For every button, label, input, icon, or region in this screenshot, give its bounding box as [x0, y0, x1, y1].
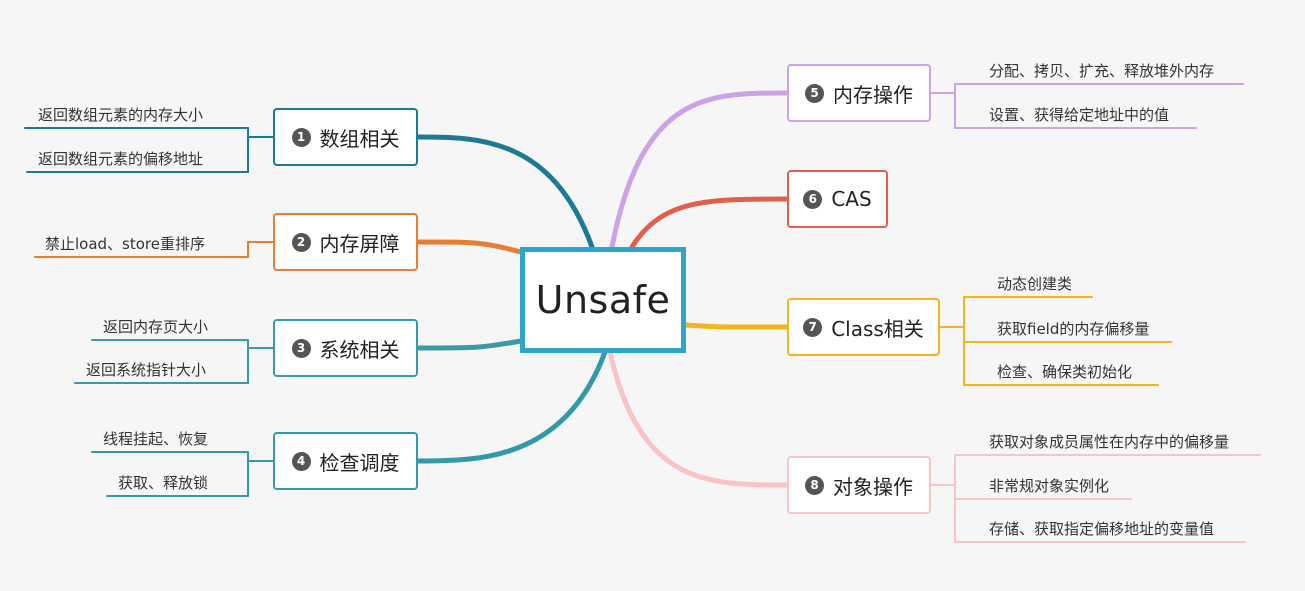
- subtopic-label[interactable]: 禁止load、store重排序: [45, 235, 205, 253]
- subtopic-label[interactable]: 检查、确保类初始化: [997, 363, 1133, 381]
- subtopic-label[interactable]: 分配、拷贝、扩充、释放堆外内存: [989, 62, 1215, 80]
- branch-topic[interactable]: 5 内存操作: [787, 64, 931, 122]
- subtopic-label[interactable]: 获取、释放锁: [118, 474, 209, 492]
- branch-connector: [629, 196, 790, 250]
- branch-topic[interactable]: 4 检查调度: [273, 432, 418, 490]
- subtopic-label[interactable]: 动态创建类: [997, 275, 1073, 293]
- subtopic-label[interactable]: 获取对象成员属性在内存中的偏移量: [989, 433, 1230, 451]
- subtopic-label[interactable]: 设置、获得给定地址中的值: [989, 106, 1170, 124]
- branch-label: 内存操作: [833, 82, 913, 107]
- branch-label: 数组相关: [319, 126, 400, 151]
- branch-label: 系统相关: [319, 337, 400, 362]
- branch-number-badge: 3: [291, 338, 311, 358]
- branch-connector: [415, 239, 524, 255]
- branch-connector: [415, 134, 595, 250]
- branch-label: Class相关: [831, 316, 924, 341]
- branch-topic[interactable]: 8 对象操作: [787, 456, 931, 514]
- branch-number-badge: 5: [805, 83, 824, 103]
- branch-label: 检查调度: [319, 450, 400, 475]
- branch-label: 内存屏障: [319, 231, 400, 256]
- subtopic-label[interactable]: 返回数组元素的内存大小: [38, 106, 204, 124]
- branch-number-badge: 8: [805, 475, 824, 495]
- branch-topic[interactable]: 1 数组相关: [273, 108, 418, 166]
- subtopic-label[interactable]: 获取field的内存偏移量: [997, 320, 1150, 338]
- branch-connector: [683, 322, 790, 330]
- branch-number-badge: 4: [291, 451, 311, 471]
- subtopic-label[interactable]: 非常规对象实例化: [989, 477, 1110, 495]
- subtopic-label[interactable]: 返回内存页大小: [103, 318, 209, 336]
- central-topic-unsafe[interactable]: Unsafe: [520, 247, 686, 353]
- branch-connector: [415, 349, 608, 464]
- branch-connector: [609, 90, 790, 250]
- branch-number-badge: 1: [291, 127, 311, 147]
- branch-connector: [415, 338, 524, 351]
- branch-topic[interactable]: 3 系统相关: [273, 319, 418, 377]
- subtopic-label[interactable]: 存储、获取指定偏移地址的变量值: [989, 520, 1215, 538]
- branch-label: CAS: [831, 187, 872, 211]
- branch-connector: [607, 349, 790, 488]
- branch-number-badge: 6: [803, 189, 823, 209]
- branch-number-badge: 2: [291, 232, 311, 252]
- subtopic-label[interactable]: 线程挂起、恢复: [103, 430, 209, 448]
- subtopic-label[interactable]: 返回数组元素的偏移地址: [38, 150, 204, 168]
- central-topic-label: Unsafe: [535, 278, 671, 322]
- branch-number-badge: 7: [803, 317, 823, 337]
- branch-label: 对象操作: [833, 474, 913, 499]
- branch-topic[interactable]: 7 Class相关: [787, 298, 940, 356]
- branch-topic[interactable]: 6 CAS: [787, 170, 888, 228]
- branch-topic[interactable]: 2 内存屏障: [273, 213, 418, 271]
- subtopic-label[interactable]: 返回系统指针大小: [86, 361, 207, 379]
